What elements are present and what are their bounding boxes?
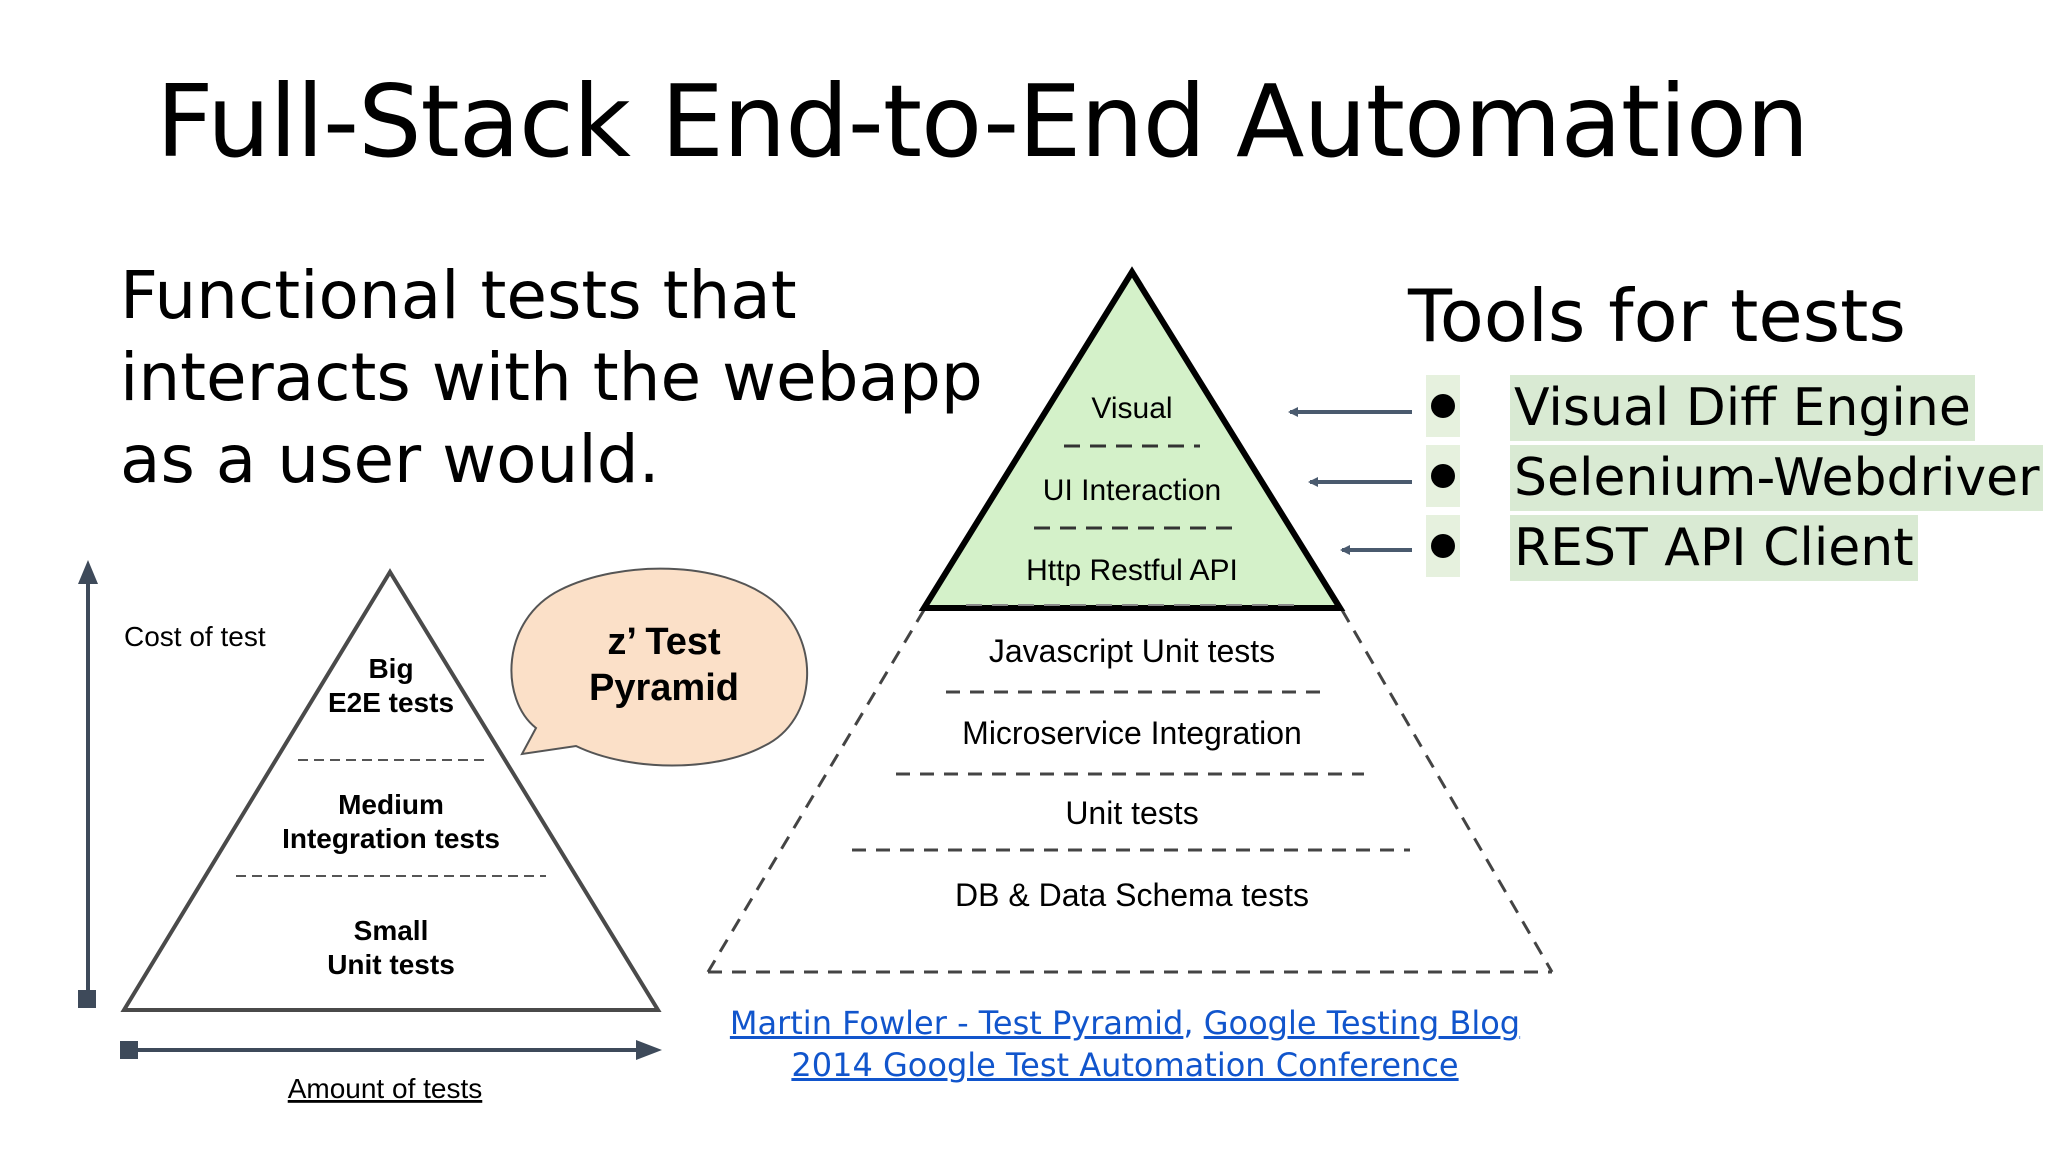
bullet-icon bbox=[1426, 515, 1460, 577]
speech-bubble-line1: z’ Test bbox=[607, 621, 721, 663]
y-axis-label: Cost of test bbox=[124, 621, 266, 652]
lower-right-edge bbox=[1340, 609, 1554, 973]
lower-layer-3: Unit tests bbox=[1065, 795, 1198, 831]
speech-bubble-line2: Pyramid bbox=[589, 667, 739, 709]
lower-layer-2: Microservice Integration bbox=[962, 715, 1302, 751]
top-triangle bbox=[918, 266, 1346, 611]
top-layer-visual: Visual bbox=[1091, 392, 1172, 425]
tools-heading: Tools for tests bbox=[1408, 274, 1906, 358]
x-axis-label: Amount of tests bbox=[288, 1073, 483, 1104]
lower-layer-4: DB & Data Schema tests bbox=[955, 877, 1309, 913]
x-axis-arrowhead-icon bbox=[636, 1040, 662, 1060]
description-line-3: as a user would. bbox=[120, 421, 660, 498]
layer-small-line2: Unit tests bbox=[327, 949, 455, 980]
tool-label-visual-diff: Visual Diff Engine bbox=[1510, 375, 1975, 441]
classic-pyramid-outline bbox=[120, 568, 662, 1012]
top-layer-http-api: Http Restful API bbox=[1026, 554, 1238, 587]
layer-big-line1: Big bbox=[368, 653, 413, 684]
google-testing-blog-link[interactable]: Google Testing Blog bbox=[1203, 1004, 1521, 1042]
classic-pyramid: Cost of test Amount of tests Big E2E tes… bbox=[78, 560, 809, 1104]
speech-bubble bbox=[510, 567, 809, 767]
layer-small-line1: Small bbox=[354, 915, 429, 946]
slide-description: Functional tests that interacts with the… bbox=[120, 255, 983, 501]
martin-fowler-link[interactable]: Martin Fowler - Test Pyramid bbox=[729, 1004, 1184, 1042]
bullet-icon bbox=[1426, 445, 1460, 507]
top-layer-ui-interaction: UI Interaction bbox=[1043, 474, 1221, 507]
tool-label-selenium: Selenium-Webdriver bbox=[1510, 445, 2044, 511]
slide-title: Full-Stack End-to-End Automation bbox=[156, 63, 1809, 180]
y-axis-origin-square bbox=[78, 990, 96, 1008]
tool-label-rest-client: REST API Client bbox=[1510, 515, 1918, 581]
reference-separator: , bbox=[1183, 1004, 1194, 1042]
description-line-1: Functional tests that bbox=[120, 257, 797, 334]
layer-medium-line1: Medium bbox=[338, 789, 444, 820]
lower-layer-1: Javascript Unit tests bbox=[989, 633, 1275, 669]
layer-medium-line2: Integration tests bbox=[282, 823, 500, 854]
bullet-icon bbox=[1426, 375, 1460, 437]
gtac-2014-link[interactable]: 2014 Google Test Automation Conference bbox=[791, 1046, 1459, 1084]
references: Martin Fowler - Test Pyramid, Google Tes… bbox=[600, 1002, 1650, 1086]
x-axis-origin-square bbox=[120, 1041, 138, 1059]
full-stack-pyramid: Javascript Unit tests Microservice Integ… bbox=[706, 266, 1554, 974]
layer-big-line2: E2E tests bbox=[328, 687, 454, 718]
y-axis-arrowhead-icon bbox=[78, 560, 98, 584]
description-line-2: interacts with the webapp bbox=[120, 339, 983, 416]
